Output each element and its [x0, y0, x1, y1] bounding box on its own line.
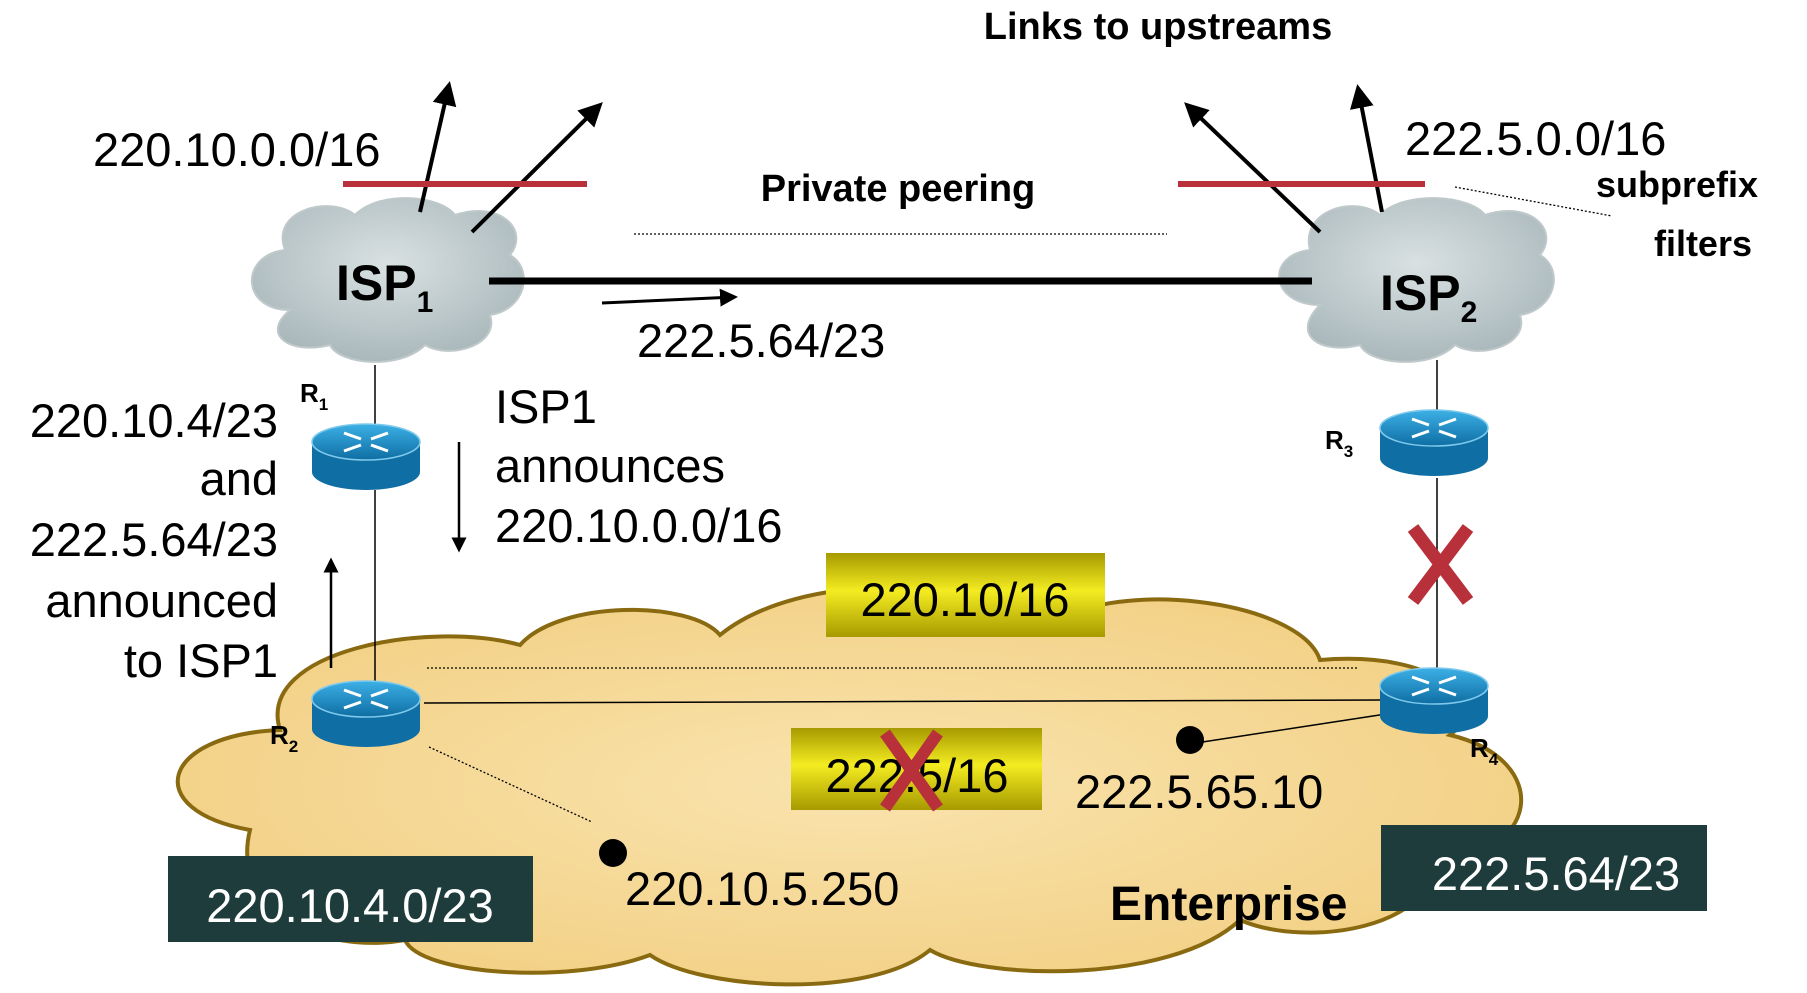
isp1-announce-note: ISP1 announces 220.10.0.0/16: [495, 380, 783, 552]
filter-note-line2: filters: [1654, 223, 1752, 264]
upstream-arrow: [1184, 102, 1322, 234]
subnet-box-left: [168, 856, 533, 942]
router-r4-label: R4: [1470, 733, 1499, 769]
left-note-line: 220.10.4/23: [30, 394, 278, 447]
isp1-note-line: 220.10.0.0/16: [495, 499, 783, 552]
isp1-note-line: ISP1: [495, 380, 597, 433]
left-note-line: 222.5.64/23: [30, 513, 278, 566]
upstream-arrow: [470, 102, 603, 234]
router-r3: [1379, 409, 1489, 476]
filter-pointer-line: [1454, 186, 1613, 217]
peering-announced-prefix: 222.5.64/23: [637, 314, 885, 367]
upstream-links: [418, 81, 1384, 234]
router-r4: [1379, 667, 1489, 734]
subnet-right-label: 222.5.64/23: [1432, 847, 1680, 900]
host-link-right: [1195, 713, 1387, 744]
prefix-withdrawn-x-icon: [880, 729, 943, 812]
isp1-cloud: [250, 197, 525, 363]
router-r2: [311, 680, 421, 747]
router-r1-label: R1: [300, 378, 328, 414]
subnet-box-right: [1381, 825, 1707, 911]
peering-announce-arrow: [601, 288, 738, 307]
private-peering-label: Private peering: [761, 168, 1036, 210]
left-note-line: and: [200, 452, 278, 505]
enterprise-name: Enterprise: [1110, 878, 1347, 931]
host-dot-left: [599, 839, 627, 867]
prefix-top-label: 220.10/16: [860, 573, 1069, 626]
internal-link-r2-r4: [423, 699, 1384, 704]
host-right-label: 222.5.65.10: [1075, 765, 1323, 818]
router-r1: [311, 423, 421, 490]
host-left-label: 220.10.5.250: [625, 862, 899, 915]
isp1-note-line: announces: [495, 439, 725, 492]
upstream-arrow: [418, 81, 457, 213]
router-r3-label: R3: [1325, 425, 1353, 461]
left-note-line: to ISP1: [124, 634, 278, 687]
isp2-prefix-label: 222.5.0.0/16: [1405, 112, 1666, 165]
upstream-arrow: [1350, 84, 1384, 213]
isp1-prefix-label: 220.10.0.0/16: [93, 123, 381, 176]
isp1-name: ISP1: [336, 255, 433, 319]
isp2-name: ISP2: [1380, 265, 1477, 329]
subnet-left-label: 220.10.4.0/23: [206, 879, 494, 932]
header-title: Links to upstreams: [984, 6, 1332, 48]
isp2-cloud: [1278, 197, 1555, 363]
link-failure-x-icon: [1407, 524, 1474, 605]
host-dot-right: [1176, 726, 1204, 754]
prefix-box-top: [826, 553, 1105, 637]
left-announce-note: 220.10.4/23 and 222.5.64/23 announced to…: [30, 394, 278, 687]
router-r2-label: R2: [270, 720, 298, 756]
host-link-left: [428, 746, 593, 823]
filter-note-line1: subprefix: [1596, 164, 1758, 205]
left-note-line: announced: [45, 574, 278, 627]
